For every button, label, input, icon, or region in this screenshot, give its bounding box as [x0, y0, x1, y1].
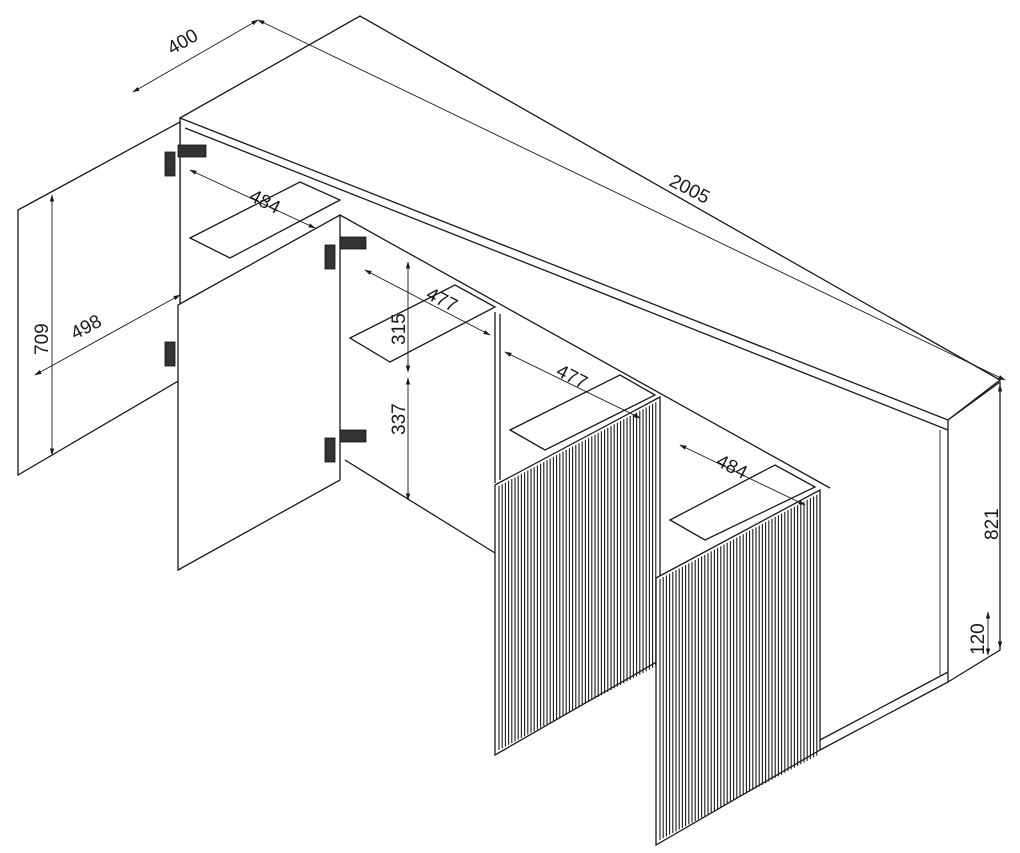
hinge-icon [164, 151, 176, 177]
dim-shelf-depth-right: 484 [713, 451, 751, 484]
hinge-icon [339, 429, 367, 443]
door-ribbed-fourth [655, 488, 821, 847]
dim-door-height: 709 [32, 323, 53, 355]
dim-leg-height: 120 [968, 623, 989, 655]
right-side-panel [947, 380, 1001, 684]
dim-shelf-depth-mid-right: 477 [553, 361, 591, 394]
door-second-open [177, 213, 341, 572]
dimension-lines [34, 19, 1006, 656]
hinge-icon [164, 341, 176, 367]
hinge-icon [177, 144, 207, 158]
hinge-icon [324, 437, 336, 463]
hinge-icon [324, 244, 336, 270]
door-left-open [17, 120, 181, 477]
shelf-middle [348, 284, 497, 363]
door-ribs-fourth [659, 494, 818, 840]
dim-lower-height: 337 [389, 403, 410, 435]
dim-depth: 400 [164, 25, 202, 59]
door-ribs-third [498, 402, 657, 750]
dim-total-height: 821 [982, 508, 1003, 540]
door-ribbed-third [494, 395, 661, 757]
hinge-icon [339, 236, 367, 250]
dim-upper-height: 315 [389, 313, 410, 345]
